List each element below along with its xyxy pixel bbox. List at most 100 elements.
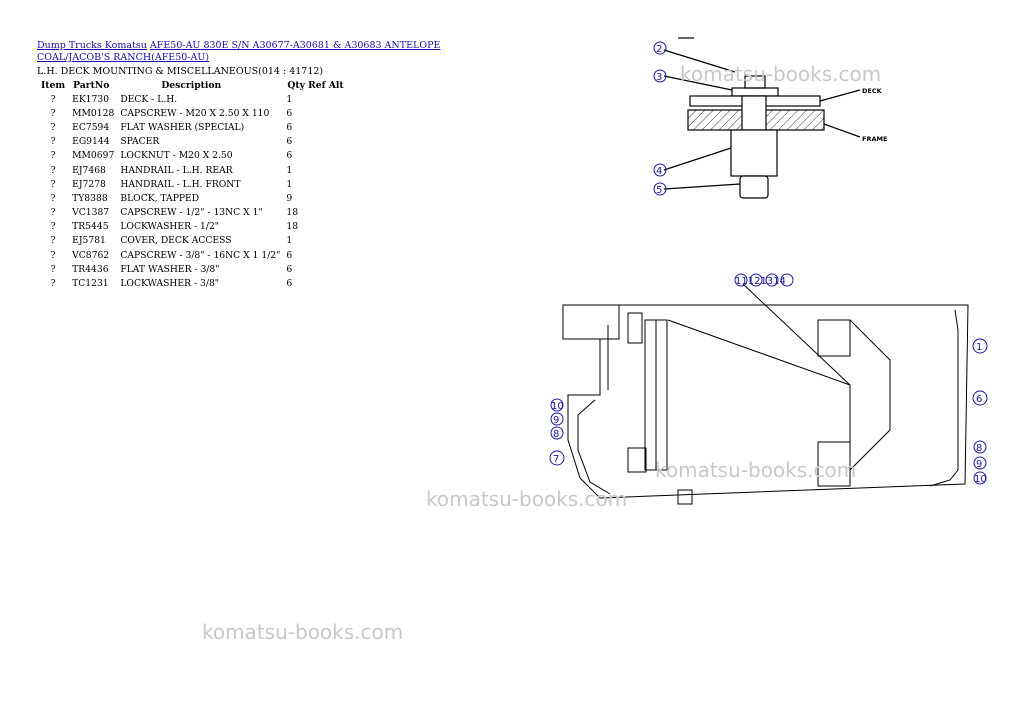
callout-leader-4: [663, 147, 732, 171]
cell-partno: MM0697: [72, 150, 115, 162]
callout-circle-l10: [550, 398, 564, 412]
breadcrumb-link-dump-trucks[interactable]: Dump Trucks Komatsu: [37, 40, 147, 51]
tapped-block: [677, 489, 693, 505]
breadcrumb: Dump Trucks Komatsu AFE50-AU 830E S/N A3…: [37, 40, 477, 64]
callout-r10: 10: [974, 474, 987, 485]
col-description: Description: [161, 79, 222, 91]
cell-partno: EK1730: [72, 93, 110, 105]
cell-partno: VC1387: [72, 207, 110, 219]
cell-description: BLOCK, TAPPED: [120, 192, 200, 204]
callout-4: 4: [656, 166, 662, 177]
cell-item: ?: [50, 263, 56, 275]
cell-description: CAPSCREW - M20 X 2.50 X 110: [120, 107, 270, 119]
cell-qty: 6: [286, 136, 293, 148]
flat-washer: [731, 87, 779, 97]
col-item: Item: [41, 79, 66, 91]
cell-qty: 9: [286, 192, 293, 204]
callout-circle-2: [653, 41, 667, 55]
callout-circle-4: [653, 163, 667, 177]
cell-qty: 18: [286, 221, 299, 233]
cell-partno: TY8388: [72, 192, 108, 204]
cell-description: HANDRAIL - L.H. REAR: [120, 164, 233, 176]
mount-block-lower: [817, 441, 851, 487]
cell-qty: 1: [286, 93, 293, 105]
deck-label: DECK: [862, 87, 883, 95]
cab-outline: [562, 304, 620, 340]
watermark: komatsu-books.com: [655, 458, 857, 482]
watermark: komatsu-books.com: [202, 620, 404, 644]
callout-circle-r10: [973, 471, 987, 485]
callout-r1: 1: [976, 342, 982, 353]
callout-leader-5: [663, 183, 741, 190]
cell-partno: TR5445: [72, 221, 109, 233]
callout-leader-3: [663, 75, 733, 91]
callout-circle-5: [653, 182, 667, 196]
cell-qty: 6: [286, 249, 293, 261]
callout-3: 3: [656, 72, 662, 83]
cell-item: ?: [50, 136, 56, 148]
cell-partno: TC1231: [72, 278, 109, 290]
cell-qty: 18: [286, 207, 299, 219]
callout-r8: 8: [976, 443, 982, 454]
cell-partno: EJ5781: [72, 235, 106, 247]
deck-leader: [819, 89, 861, 102]
mount-block-left: [627, 447, 647, 473]
table-row: ? EC7594 FLAT WASHER (SPECIAL) 6: [37, 120, 348, 134]
cell-description: LOCKWASHER - 1/2": [120, 221, 220, 233]
cell-qty: 6: [286, 121, 293, 133]
callout-circle-r1: [972, 338, 988, 354]
cell-qty: 1: [286, 178, 293, 190]
cell-item: ?: [50, 249, 56, 261]
cluster-circle-11: [734, 273, 748, 287]
callout-l9: 9: [553, 415, 559, 426]
cell-description: FLAT WASHER (SPECIAL): [120, 121, 245, 133]
cell-item: ?: [50, 93, 56, 105]
structure-diagonal: [667, 319, 851, 445]
frame-label: FRAME: [862, 135, 887, 143]
callout-circle-r8: [973, 440, 987, 454]
cell-item: ?: [50, 150, 56, 162]
cluster-leader: [742, 283, 851, 386]
cluster-circle-14: [780, 273, 794, 287]
cell-partno: EC7594: [72, 121, 110, 133]
callout-5: 5: [656, 185, 662, 196]
cell-item: ?: [50, 164, 56, 176]
parts-table: Item PartNo Description Qty Ref Alt ? EK1…: [37, 78, 348, 291]
col-qty: Qty Ref Alt: [287, 79, 344, 91]
cell-partno: EG9144: [72, 136, 110, 148]
deck-outline: [567, 304, 969, 499]
callout-l8: 8: [553, 429, 559, 440]
cell-partno: TR4436: [72, 263, 109, 275]
cell-item: ?: [50, 221, 56, 233]
cell-description: LOCKNUT - M20 X 2.50: [120, 150, 233, 162]
cell-description: CAPSCREW - 3/8" - 16NC X 1 1/2": [120, 249, 281, 261]
cell-partno: EJ7468: [72, 164, 106, 176]
cell-qty: 6: [286, 107, 293, 119]
cell-partno: MM0128: [72, 107, 115, 119]
callout-l10: 10: [551, 401, 564, 412]
callout-circle-r6: [972, 390, 988, 406]
handrail-right: [929, 309, 959, 487]
cluster-circle-13: [765, 273, 779, 287]
spacer: [730, 129, 778, 177]
cell-partno: EJ7278: [72, 178, 106, 190]
callout-circle-3: [653, 69, 667, 83]
cell-item: ?: [50, 121, 56, 133]
callout-l7: 7: [553, 454, 559, 465]
breadcrumb-link-model[interactable]: AFE50-AU 830E S/N A30677-A30681 & A30683…: [37, 40, 441, 63]
callout-circle-l8: [550, 426, 564, 440]
table-header-row: Item PartNo Description Qty Ref Alt: [37, 78, 348, 92]
table-row: ? TR5445 LOCKWASHER - 1/2" 18: [37, 220, 348, 234]
locknut: [739, 175, 769, 199]
cell-description: FLAT WASHER - 3/8": [120, 263, 220, 275]
watermark: komatsu-books.com: [426, 487, 628, 511]
